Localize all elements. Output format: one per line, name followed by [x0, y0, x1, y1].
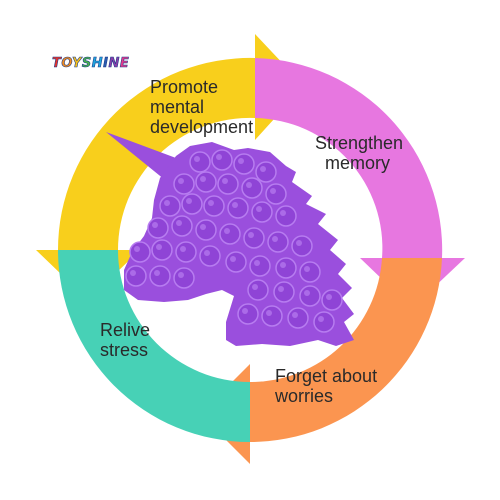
pop-bubble — [225, 251, 247, 273]
pop-bubble — [313, 311, 335, 333]
label-strengthen: Strengthen memory — [315, 133, 403, 173]
brand-letter: T — [52, 56, 62, 72]
pop-bubble — [181, 193, 203, 215]
pop-bubble — [261, 305, 283, 327]
pop-bubble — [247, 279, 269, 301]
pop-bubble — [173, 173, 195, 195]
segment-promote — [36, 34, 304, 300]
pop-bubble — [171, 215, 193, 237]
segment-strengthen — [255, 58, 465, 308]
brand-letter: S — [81, 56, 92, 72]
label-strengthen-line-2: memory — [325, 153, 391, 173]
brand-letter: Y — [71, 56, 82, 72]
pop-bubble — [219, 223, 241, 245]
pop-bubble — [151, 239, 173, 261]
label-promote: Promote mental development — [150, 77, 253, 137]
label-relive-line-2: stress — [100, 340, 149, 360]
pop-bubble — [299, 261, 321, 283]
pop-bubble — [299, 285, 321, 307]
pop-bubble — [251, 201, 273, 223]
pop-bubble — [287, 307, 309, 329]
brand-letter: E — [119, 56, 130, 72]
pop-bubble — [149, 265, 171, 287]
pop-bubble — [199, 245, 221, 267]
pop-bubble — [291, 235, 313, 257]
pop-bubble — [173, 267, 195, 289]
pop-bubble — [275, 205, 297, 227]
pop-bubble — [189, 151, 211, 173]
pop-bubble — [255, 161, 277, 183]
brand-logo: TOYSHINE — [52, 56, 130, 72]
pop-bubble — [273, 281, 295, 303]
pop-bubble — [249, 255, 271, 277]
brand-letter: O — [61, 56, 72, 72]
pop-bubbles — [125, 149, 343, 333]
pop-bubble — [211, 149, 233, 171]
pop-bubble — [129, 241, 151, 263]
label-forget-line-2: worries — [275, 386, 334, 406]
pop-bubble — [275, 257, 297, 279]
pop-bubble — [147, 217, 169, 239]
pop-bubble — [195, 171, 217, 193]
label-relive-line-1: Relive — [100, 320, 151, 340]
pop-bubble — [265, 183, 287, 205]
segment-forget — [200, 258, 442, 464]
pop-bubble — [195, 219, 217, 241]
pop-bubble — [243, 227, 265, 249]
label-forget-line-1: Forget about — [275, 366, 378, 386]
pop-bubble — [321, 289, 343, 311]
label-forget: Forget about worries — [275, 366, 377, 406]
segment-relive — [58, 250, 250, 442]
pop-bubble — [203, 195, 225, 217]
brand-letter: N — [108, 56, 120, 72]
pop-bubble — [159, 195, 181, 217]
pop-bubble — [217, 173, 239, 195]
label-relive: Relive stress — [100, 320, 150, 360]
pop-bubble — [125, 265, 147, 287]
pop-bubble — [233, 153, 255, 175]
pop-bubble — [237, 303, 259, 325]
pop-bubble — [227, 197, 249, 219]
pop-bubble — [267, 231, 289, 253]
brand-letter: I — [103, 56, 109, 72]
unicorn-toy — [106, 132, 354, 346]
brand-letter: H — [91, 56, 104, 72]
pop-bubble — [241, 177, 263, 199]
label-promote-line-2: mental — [150, 97, 205, 117]
label-promote-line-3: development — [150, 117, 254, 137]
label-strengthen-line-1: Strengthen — [315, 133, 404, 153]
label-promote-line-1: Promote — [150, 77, 219, 97]
pop-bubble — [175, 241, 197, 263]
